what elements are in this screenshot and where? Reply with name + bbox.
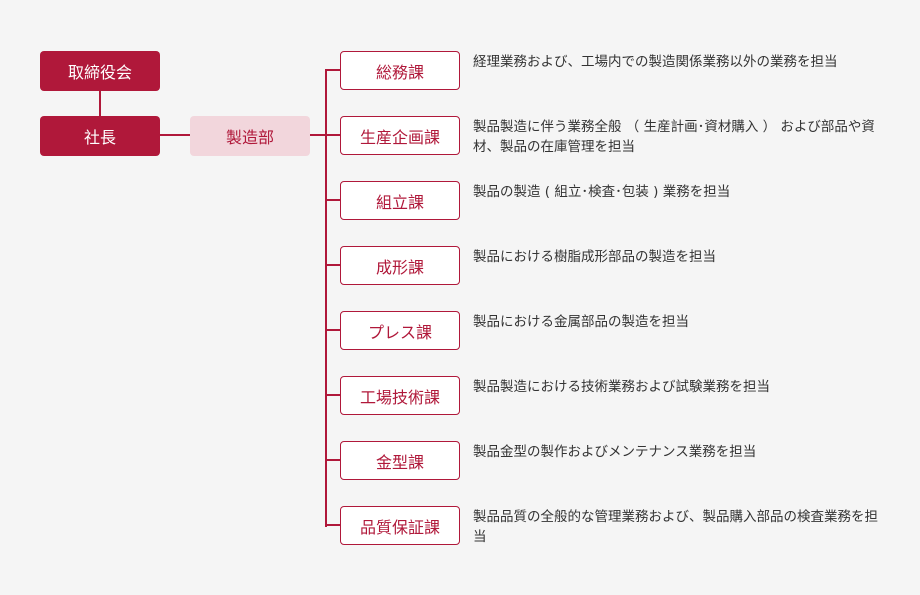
section-box: 金型課 — [340, 441, 460, 480]
section-box: 総務課 — [340, 51, 460, 90]
connector-branch — [325, 329, 341, 331]
section-box: 成形課 — [340, 246, 460, 285]
section-box: 品質保証課 — [340, 506, 460, 545]
section-box: 組立課 — [340, 181, 460, 220]
connector-branch — [325, 199, 341, 201]
section-box: プレス課 — [340, 311, 460, 350]
section-description: 製品製造における技術業務および試験業務を担当 — [473, 379, 770, 395]
connector-branch — [325, 459, 341, 461]
section-box: 工場技術課 — [340, 376, 460, 415]
section-description: 製品製造に伴う業務全般 （ 生産計画･資材購入 ） および部品や資材、製品の在庫… — [473, 119, 875, 155]
connector-branch — [325, 134, 341, 136]
section-description: 製品における樹脂成形部品の製造を担当 — [473, 249, 716, 265]
connector-branch — [325, 264, 341, 266]
president-box: 社長 — [40, 116, 160, 156]
section-box: 生産企画課 — [340, 116, 460, 155]
section-description: 経理業務および、工場内での製造関係業務以外の業務を担当 — [473, 54, 838, 70]
connector-division-trunk — [310, 134, 326, 136]
section-description: 製品品質の全般的な管理業務および、製品購入部品の検査業務を担当 — [473, 509, 878, 545]
section-description: 製品における金属部品の製造を担当 — [473, 314, 689, 330]
section-description: 製品金型の製作およびメンテナンス業務を担当 — [473, 444, 757, 460]
section-description: 製品の製造 ( 組立･検査･包装 ) 業務を担当 — [473, 184, 731, 200]
connector-branch — [325, 394, 341, 396]
connector-board-president — [99, 90, 101, 116]
board-of-directors-box: 取締役会 — [40, 51, 160, 91]
connector-branch — [325, 69, 341, 71]
connector-trunk — [325, 69, 327, 527]
manufacturing-division-box: 製造部 — [190, 116, 310, 156]
connector-president-division — [160, 134, 190, 136]
connector-branch — [325, 524, 341, 526]
